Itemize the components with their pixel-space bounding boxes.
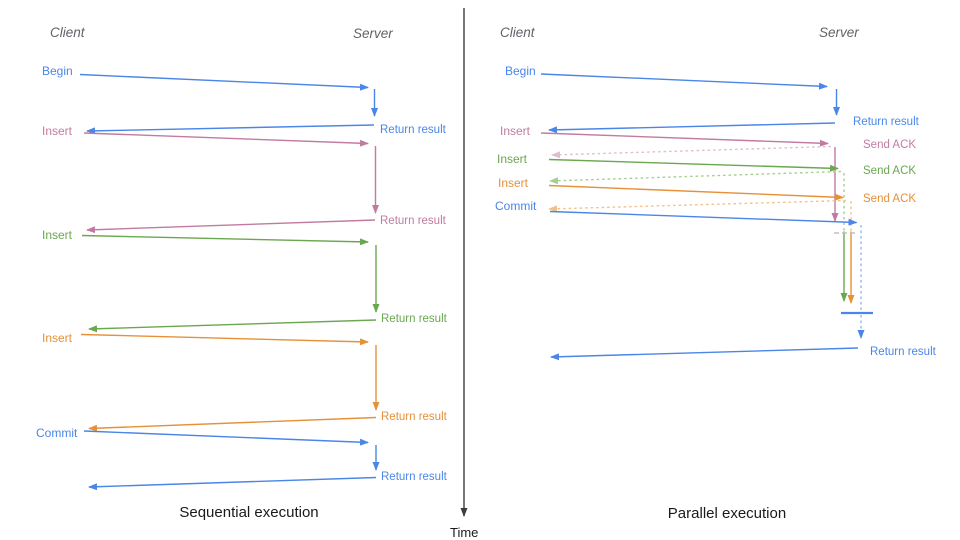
- seq-op-insert-2: Insert Return result: [42, 228, 448, 333]
- par-insert2-ack-arrow: [549, 170, 842, 185]
- seq-op-insert-1: Insert Return result: [42, 124, 447, 234]
- seq-commit-request-arrow: [83, 430, 369, 446]
- par-op-insert-3: Insert Send ACK: [498, 176, 916, 304]
- seq-insert1-response-label: Return result: [380, 215, 447, 227]
- sequential-diagram: Client Server Begin Return result Insert…: [36, 25, 448, 521]
- seq-commit-label: Commit: [36, 426, 78, 440]
- par-insert2-label: Insert: [497, 152, 528, 166]
- par-op-begin: Begin Return result: [505, 64, 920, 134]
- seq-insert3-request-arrow: [80, 333, 369, 346]
- seq-begin-request-arrow: [79, 73, 369, 91]
- seq-client-header: Client: [50, 25, 86, 40]
- par-insert2-ack-label: Send ACK: [863, 165, 916, 177]
- seq-insert3-response-label: Return result: [381, 411, 448, 423]
- par-insert1-ack-arrow: [551, 145, 832, 159]
- seq-insert3-return-arrow: [88, 416, 377, 432]
- par-client-header: Client: [500, 25, 536, 40]
- par-commit-request-arrow: [549, 210, 858, 226]
- parallel-caption: Parallel execution: [668, 505, 786, 522]
- seq-insert2-request-arrow: [81, 234, 369, 246]
- par-commit-label: Commit: [495, 199, 537, 213]
- par-begin-request-arrow: [540, 73, 828, 90]
- sequential-caption: Sequential execution: [179, 504, 318, 521]
- seq-insert1-return-arrow: [86, 219, 376, 234]
- par-begin-return-arrow: [548, 122, 836, 134]
- par-insert1-label: Insert: [500, 124, 531, 138]
- par-op-insert-1: Insert Send ACK: [500, 124, 916, 222]
- seq-insert1-request-arrow: [83, 132, 369, 147]
- par-insert3-request-arrow: [548, 184, 844, 201]
- par-insert1-request-arrow: [540, 132, 829, 147]
- seq-op-commit: Commit Return result: [36, 426, 448, 491]
- par-insert3-label: Insert: [498, 176, 529, 190]
- par-commit-response-label: Return result: [870, 346, 937, 358]
- seq-insert2-response-label: Return result: [381, 313, 448, 325]
- seq-insert2-label: Insert: [42, 228, 73, 242]
- par-insert1-ack-label: Send ACK: [863, 139, 916, 151]
- time-axis-label: Time: [450, 525, 478, 540]
- par-op-insert-2: Insert Send ACK: [497, 152, 916, 302]
- par-insert2-request-arrow: [548, 158, 839, 172]
- time-axis: Time: [450, 8, 478, 540]
- seq-op-insert-3: Insert Return result: [42, 331, 448, 432]
- par-commit-return-arrow: [550, 347, 859, 361]
- par-insert3-ack-arrow: [548, 199, 847, 213]
- par-begin-label: Begin: [505, 64, 536, 78]
- seq-server-header: Server: [353, 26, 393, 41]
- parallel-diagram: Client Server Begin Return result Insert…: [495, 25, 937, 522]
- seq-insert3-label: Insert: [42, 331, 73, 345]
- seq-begin-label: Begin: [42, 64, 73, 78]
- seq-begin-response-label: Return result: [380, 124, 447, 136]
- par-server-header: Server: [819, 25, 859, 40]
- seq-commit-response-label: Return result: [381, 471, 448, 483]
- par-insert3-ack-label: Send ACK: [863, 193, 916, 205]
- seq-op-begin: Begin Return result: [42, 64, 447, 136]
- seq-begin-return-arrow: [86, 124, 375, 135]
- seq-insert2-return-arrow: [88, 319, 377, 333]
- par-op-commit: Commit Return result: [495, 199, 937, 361]
- seq-commit-return-arrow: [88, 476, 377, 491]
- par-begin-response-label: Return result: [853, 116, 920, 128]
- seq-insert1-label: Insert: [42, 124, 73, 138]
